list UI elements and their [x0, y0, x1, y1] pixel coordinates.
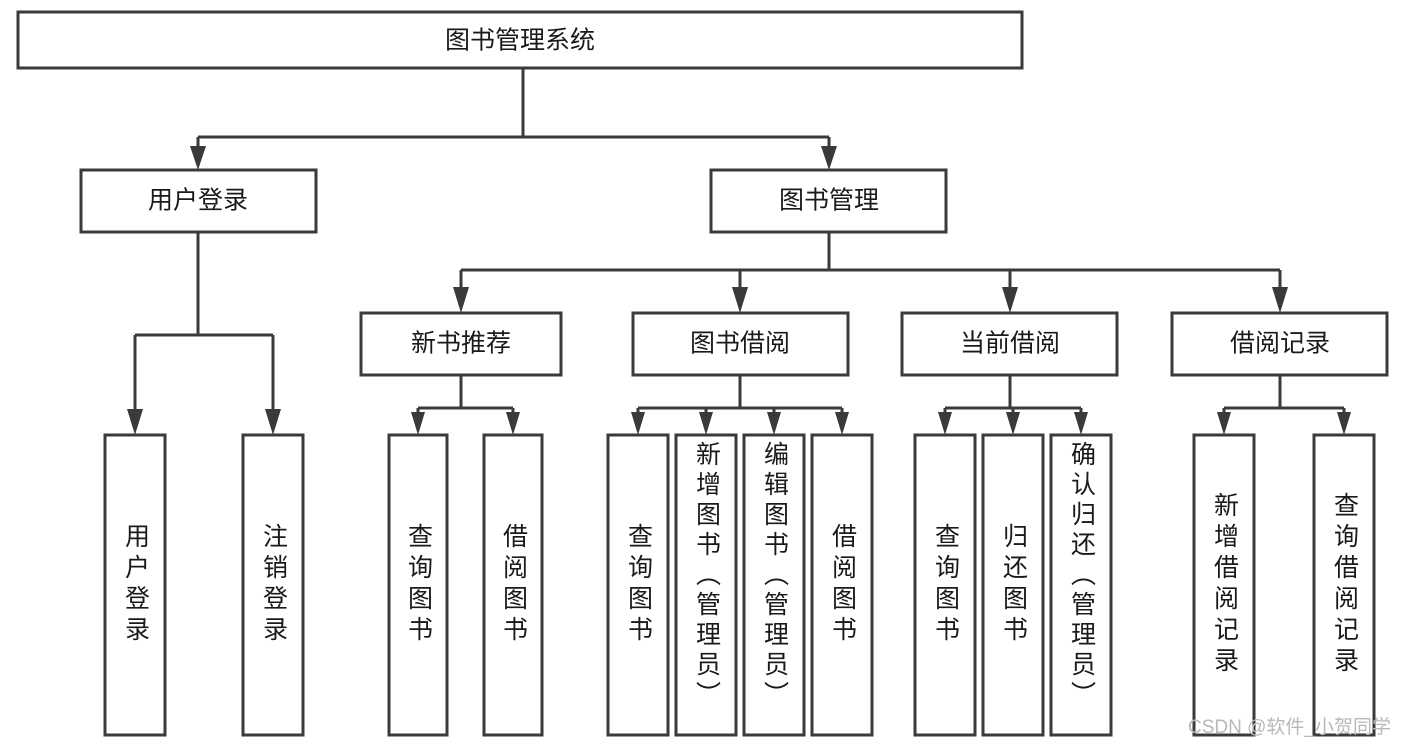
- leaf-logout-login-label-wrap: 注销登录: [243, 435, 303, 735]
- leaf-borrow-book-2-label-wrap: 借阅图书: [812, 435, 872, 735]
- leaf-add-book-label: 新增图书（管理员）: [692, 441, 721, 711]
- node-book-manage[interactable]: 图书管理: [709, 168, 948, 234]
- node-book-manage-box[interactable]: [709, 168, 948, 234]
- leaf-confirm-return-label-wrap: 确认归还（管理员）: [1051, 435, 1111, 735]
- leaf-return-book-label: 归还图书: [999, 523, 1028, 647]
- node-root[interactable]: 图书管理系统: [16, 10, 1024, 70]
- leaf-confirm-return-box[interactable]: [1049, 433, 1113, 737]
- leaf-edit-book-label-wrap: 编辑图书（管理员）: [744, 435, 804, 735]
- node-user-login-label: 用户登录: [148, 187, 248, 215]
- leaf-return-book-label-wrap: 归还图书: [983, 435, 1043, 735]
- arrowhead-leaf-borrow-book-1: [506, 412, 520, 435]
- arrowhead-book-manage: [821, 146, 837, 170]
- leaf-logout-login-box[interactable]: [241, 433, 305, 737]
- leaf-query-record[interactable]: [1312, 433, 1376, 737]
- leaf-query-book-2-box[interactable]: [606, 433, 670, 737]
- arrowhead-leaf-add-book: [699, 412, 713, 435]
- leaf-return-book-box[interactable]: [981, 433, 1045, 737]
- leaf-query-book-2-label: 查询图书: [624, 523, 653, 647]
- leaf-confirm-return[interactable]: [1049, 433, 1113, 737]
- leaf-edit-book-box[interactable]: [742, 433, 806, 737]
- leaf-logout-login-label: 注销登录: [259, 523, 288, 647]
- leaf-borrow-book-1-label-wrap: 借阅图书: [484, 435, 542, 735]
- arrowhead-leaf-confirm-return: [1074, 412, 1088, 435]
- leaf-user-login[interactable]: [103, 433, 167, 737]
- leaf-add-book-box[interactable]: [674, 433, 738, 737]
- leaf-borrow-book-2-label: 借阅图书: [828, 523, 857, 647]
- leaf-borrow-book-2[interactable]: [810, 433, 874, 737]
- leaf-add-record[interactable]: [1192, 433, 1256, 737]
- node-root-label: 图书管理系统: [445, 27, 595, 55]
- leaf-query-book-2-label-wrap: 查询图书: [608, 435, 668, 735]
- leaf-query-book-1[interactable]: [387, 433, 449, 737]
- connector-layer: [127, 68, 1351, 435]
- leaf-query-book-1-label: 查询图书: [404, 523, 433, 647]
- arrowhead-user-login: [190, 146, 206, 170]
- node-borrow-record-box[interactable]: [1170, 311, 1389, 377]
- leaf-add-book[interactable]: [674, 433, 738, 737]
- leaf-query-book-2[interactable]: [606, 433, 670, 737]
- leaf-logout-login[interactable]: [241, 433, 305, 737]
- arrowhead-leaf-query-record: [1337, 412, 1351, 435]
- leaf-user-login-label-wrap: 用户登录: [105, 435, 165, 735]
- node-current-borrow-label: 当前借阅: [960, 330, 1060, 358]
- leaf-user-login-box[interactable]: [103, 433, 167, 737]
- arrowhead-newbook: [453, 287, 469, 313]
- leaf-return-book[interactable]: [981, 433, 1045, 737]
- node-borrow-record-label: 借阅记录: [1230, 330, 1330, 358]
- arrowhead-leaf-return-book: [1006, 412, 1020, 435]
- leaf-query-book-3-box[interactable]: [913, 433, 977, 737]
- arrowhead-leaf-query-book-2: [631, 412, 645, 435]
- node-new-book-recommend[interactable]: 新书推荐: [359, 311, 563, 377]
- node-user-login[interactable]: 用户登录: [79, 168, 318, 234]
- arrowhead-leaf-user-login: [127, 409, 143, 435]
- leaf-borrow-book-1-label: 借阅图书: [499, 523, 528, 647]
- node-book-borrow[interactable]: 图书借阅: [631, 311, 850, 377]
- node-new-book-recommend-box[interactable]: [359, 311, 563, 377]
- leaf-query-record-label-wrap: 查询借阅记录: [1314, 435, 1374, 735]
- leaf-borrow-book-1[interactable]: [482, 433, 544, 737]
- node-book-manage-label: 图书管理: [779, 187, 879, 215]
- node-book-borrow-label: 图书借阅: [690, 330, 790, 358]
- arrowhead-leaf-query-book-1: [411, 412, 425, 435]
- leaf-query-book-3-label-wrap: 查询图书: [915, 435, 975, 735]
- leaf-confirm-return-label: 确认归还（管理员）: [1067, 441, 1096, 711]
- node-user-login-box[interactable]: [79, 168, 318, 234]
- leaf-edit-book[interactable]: [742, 433, 806, 737]
- node-current-borrow-box[interactable]: [900, 311, 1119, 377]
- node-borrow-record[interactable]: 借阅记录: [1170, 311, 1389, 377]
- leaf-query-book-1-box[interactable]: [387, 433, 449, 737]
- arrowhead-borrowrecord: [1272, 287, 1288, 313]
- arrowhead-leaf-borrow-book-2: [835, 412, 849, 435]
- leaf-query-record-label: 查询借阅记录: [1330, 492, 1359, 678]
- leaf-query-record-box[interactable]: [1312, 433, 1376, 737]
- leaf-add-record-label-wrap: 新增借阅记录: [1194, 435, 1254, 735]
- arrowhead-leaf-logout-login: [265, 409, 281, 435]
- leaf-add-book-label-wrap: 新增图书（管理员）: [676, 435, 736, 735]
- node-root-box[interactable]: [16, 10, 1024, 70]
- node-new-book-recommend-label: 新书推荐: [411, 330, 511, 358]
- leaf-add-record-box[interactable]: [1192, 433, 1256, 737]
- leaf-edit-book-label: 编辑图书（管理员）: [760, 441, 789, 711]
- node-current-borrow[interactable]: 当前借阅: [900, 311, 1119, 377]
- arrowhead-leaf-edit-book: [767, 412, 781, 435]
- leaf-query-book-3-label: 查询图书: [931, 523, 960, 647]
- leaf-add-record-label: 新增借阅记录: [1210, 492, 1239, 678]
- arrowhead-leaf-add-record: [1217, 412, 1231, 435]
- node-book-borrow-box[interactable]: [631, 311, 850, 377]
- leaf-borrow-book-1-box[interactable]: [482, 433, 544, 737]
- arrowhead-currentborrow: [1002, 287, 1018, 313]
- leaf-query-book-3[interactable]: [913, 433, 977, 737]
- arrowhead-leaf-query-book-3: [938, 412, 952, 435]
- arrowhead-bookborrow: [732, 287, 748, 313]
- leaf-borrow-book-2-box[interactable]: [810, 433, 874, 737]
- leaf-user-login-label: 用户登录: [121, 523, 150, 647]
- leaf-query-book-1-label-wrap: 查询图书: [389, 435, 447, 735]
